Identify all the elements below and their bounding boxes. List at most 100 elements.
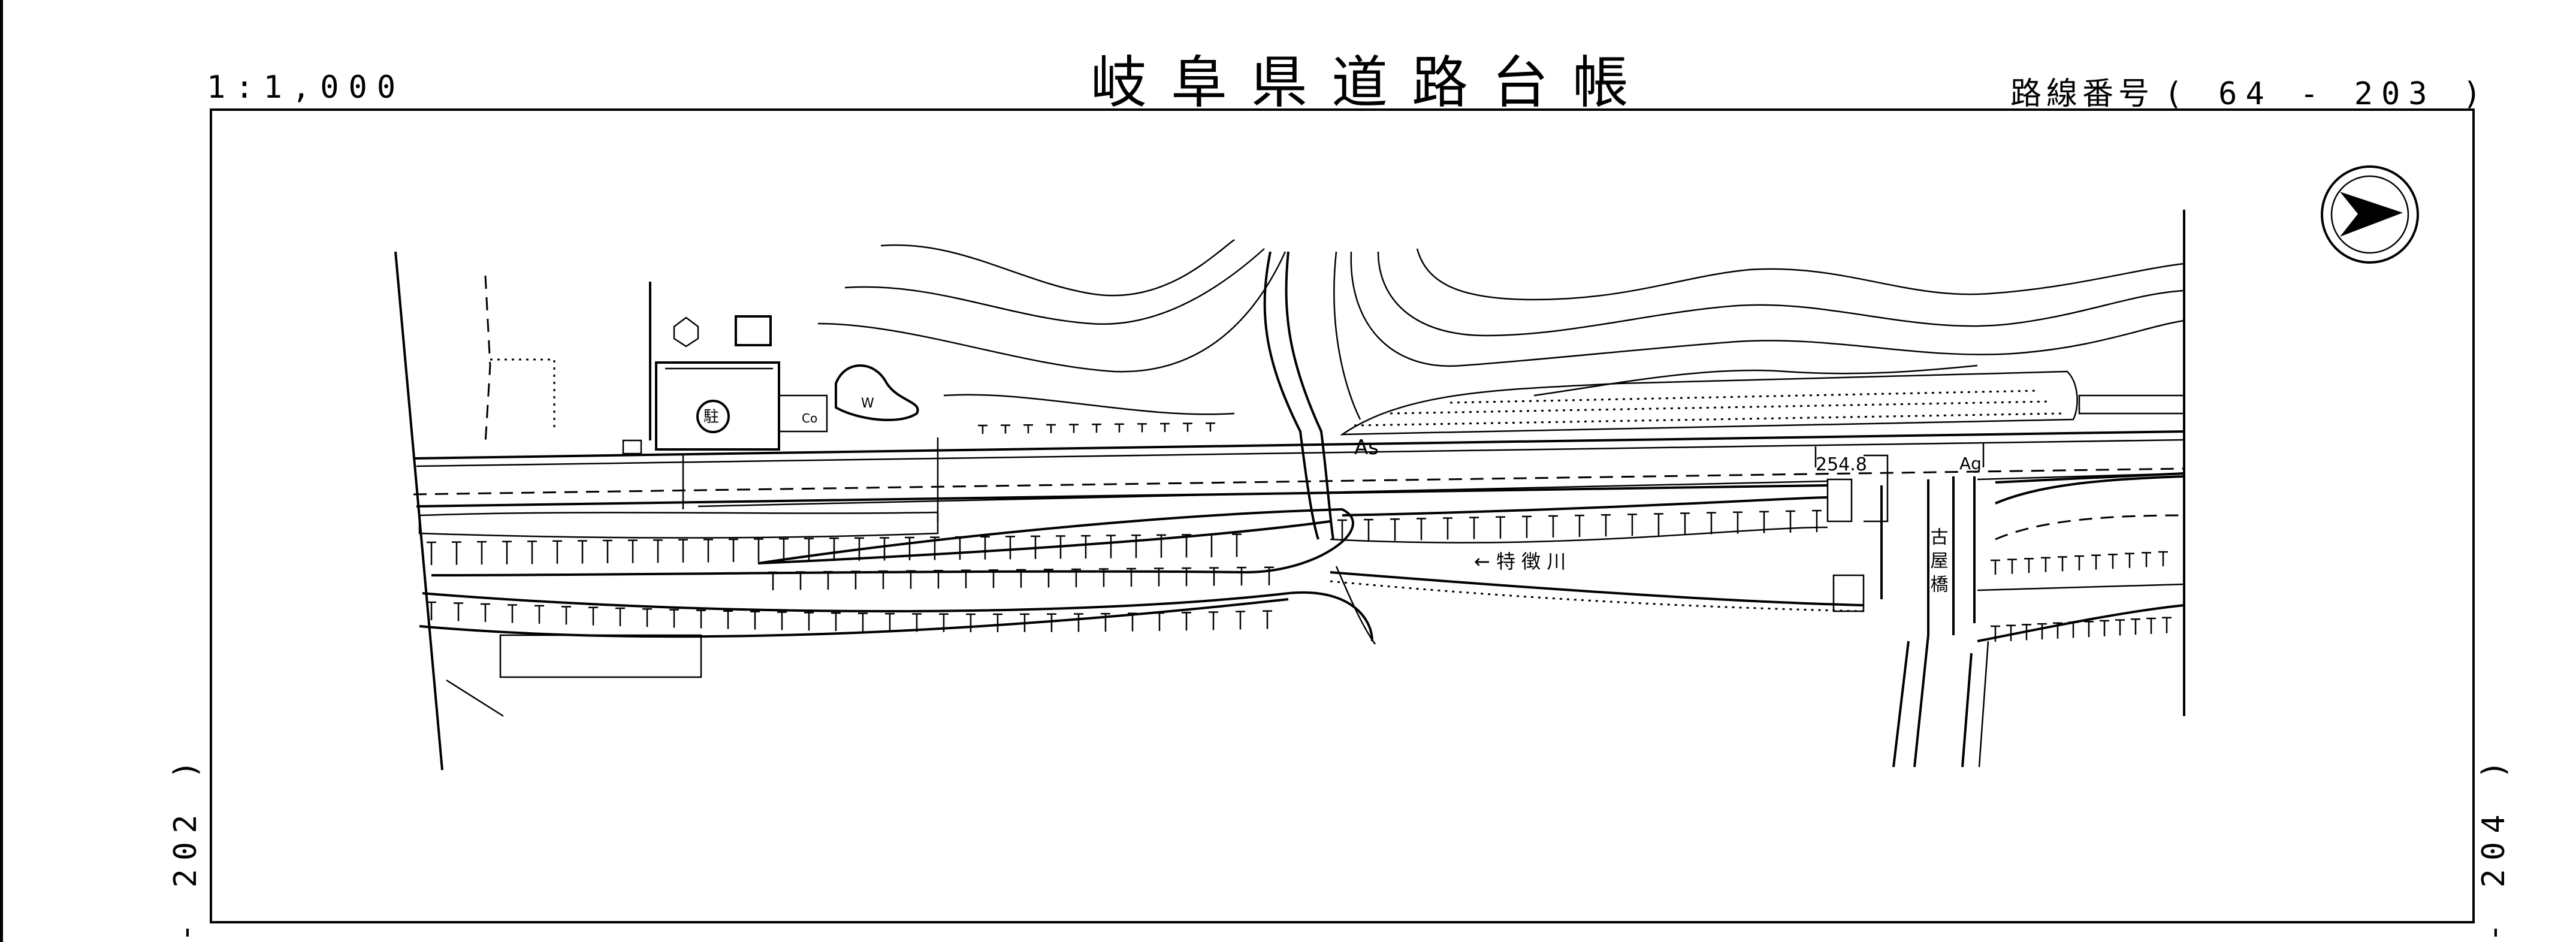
hachure-tick (829, 538, 839, 561)
hachure-tick (454, 602, 463, 621)
hachure-tick (1023, 424, 1033, 434)
hachure-tick (1156, 534, 1166, 558)
hachure-tick (930, 536, 940, 560)
hachure-tick (653, 539, 663, 563)
hachure-tick (427, 541, 436, 565)
contour-lines (817, 239, 2185, 420)
hachure-tick (2115, 619, 2125, 636)
hachure-tick (878, 570, 888, 590)
hachure-tick (1031, 535, 1040, 559)
hachure-tick (427, 601, 436, 620)
facility-block (499, 315, 919, 678)
hachure-tick (2162, 617, 2172, 633)
hachure-tick (1128, 612, 1137, 632)
hachure-tick (588, 606, 598, 626)
hachure-tick (696, 609, 706, 629)
hachure-tick (1092, 423, 1101, 433)
hachure-tick (1127, 567, 1136, 587)
bridge-label: 古 屋 橋 (1927, 527, 1949, 593)
hachure-tick (885, 612, 895, 632)
hachure-tick (823, 570, 833, 590)
hachure-tick (2091, 554, 2101, 570)
hachure-tick (678, 539, 688, 563)
hachure-tick (508, 604, 517, 623)
river-channel (418, 496, 1864, 645)
hachure-tick (1759, 511, 1769, 533)
hachure-tick (527, 541, 537, 564)
hachure-tick (1044, 569, 1053, 588)
bridge-structure (1826, 394, 2185, 768)
hachure-tick (2006, 624, 2016, 641)
hachure-tick (452, 541, 461, 565)
hachure-tick (1264, 566, 1274, 585)
hachure-tick (906, 570, 916, 589)
hachure-tick (615, 607, 625, 627)
hachure-tick (1207, 533, 1216, 557)
hachure-tick (2100, 620, 2109, 636)
hachure-tick (1047, 613, 1056, 632)
hachure-tick (1733, 511, 1743, 534)
hachure-tick (1991, 559, 2000, 575)
hachure-tick (804, 612, 814, 631)
route-number: 路線番号 ( 64 - 203 ) (2010, 68, 2490, 113)
station-label: 駐 (703, 408, 719, 426)
hachure-tick (1522, 515, 1532, 538)
hachure-tick (2084, 620, 2094, 638)
hachure-tick (905, 536, 914, 561)
embankment-area (1339, 370, 2078, 436)
surface-label: As (1354, 436, 1379, 460)
hachure-tick (1001, 424, 1010, 434)
hachure-tick (1046, 424, 1056, 433)
drainage-marks (682, 437, 1985, 521)
hachure-tick (779, 538, 789, 562)
hachure-tick (1074, 613, 1083, 632)
hachure-tick (1812, 509, 1822, 533)
hachure-tick (2158, 551, 2168, 566)
hachure-tick (1071, 568, 1081, 587)
road-edges (413, 430, 2185, 508)
hachure-tick (561, 606, 571, 625)
stream-label: ← 特 徴 川 (1474, 550, 1566, 573)
hachure-tick (2068, 621, 2078, 638)
hachure-tick (754, 538, 763, 562)
north-arrow-icon (2321, 165, 2419, 264)
hachure-tick (750, 611, 760, 630)
hachure-tick (804, 538, 814, 561)
hachure-tick (1209, 567, 1219, 586)
hachure-tick (703, 539, 713, 563)
hachure-tick (777, 611, 787, 630)
hachure-tick (1575, 514, 1584, 538)
hachure-tick (1236, 611, 1245, 630)
hachure-tick (1390, 518, 1400, 541)
ag-label: Ag (1959, 454, 1982, 473)
elevation-label: 254.8 (1816, 454, 1867, 475)
hachure-tick (1056, 535, 1065, 559)
drawing-left-boundary (394, 251, 651, 771)
w-label: W (861, 396, 874, 411)
hachure-tick (628, 539, 638, 563)
hachure-tick (993, 613, 1002, 632)
hachure-tick (729, 538, 738, 562)
hachure-tick (955, 536, 965, 560)
hachure-tick (2142, 552, 2151, 567)
route-number-value: ( 64 - 203 ) (2164, 76, 2490, 112)
hachure-tick (880, 537, 889, 561)
map-frame (210, 108, 2475, 923)
hachure-tick (481, 603, 490, 622)
hachure-tick (1232, 533, 1242, 557)
hachure-tick (2146, 617, 2156, 634)
hachure-tick (1786, 510, 1795, 533)
hachure-tick (1263, 610, 1272, 629)
hachure-tick (2041, 557, 2050, 572)
hachure-tick (1154, 567, 1164, 587)
hachure-tick (961, 569, 971, 588)
hachure-tick (1131, 534, 1141, 558)
crossing-channel (1263, 251, 1334, 540)
hachure-tick (1707, 512, 1716, 535)
sheet-left-border (0, 0, 3, 942)
hachure-tick (2058, 556, 2067, 572)
hachure-tick (1443, 517, 1452, 540)
hachure-tick (1991, 625, 2000, 642)
hachure-tick (1417, 518, 1426, 541)
